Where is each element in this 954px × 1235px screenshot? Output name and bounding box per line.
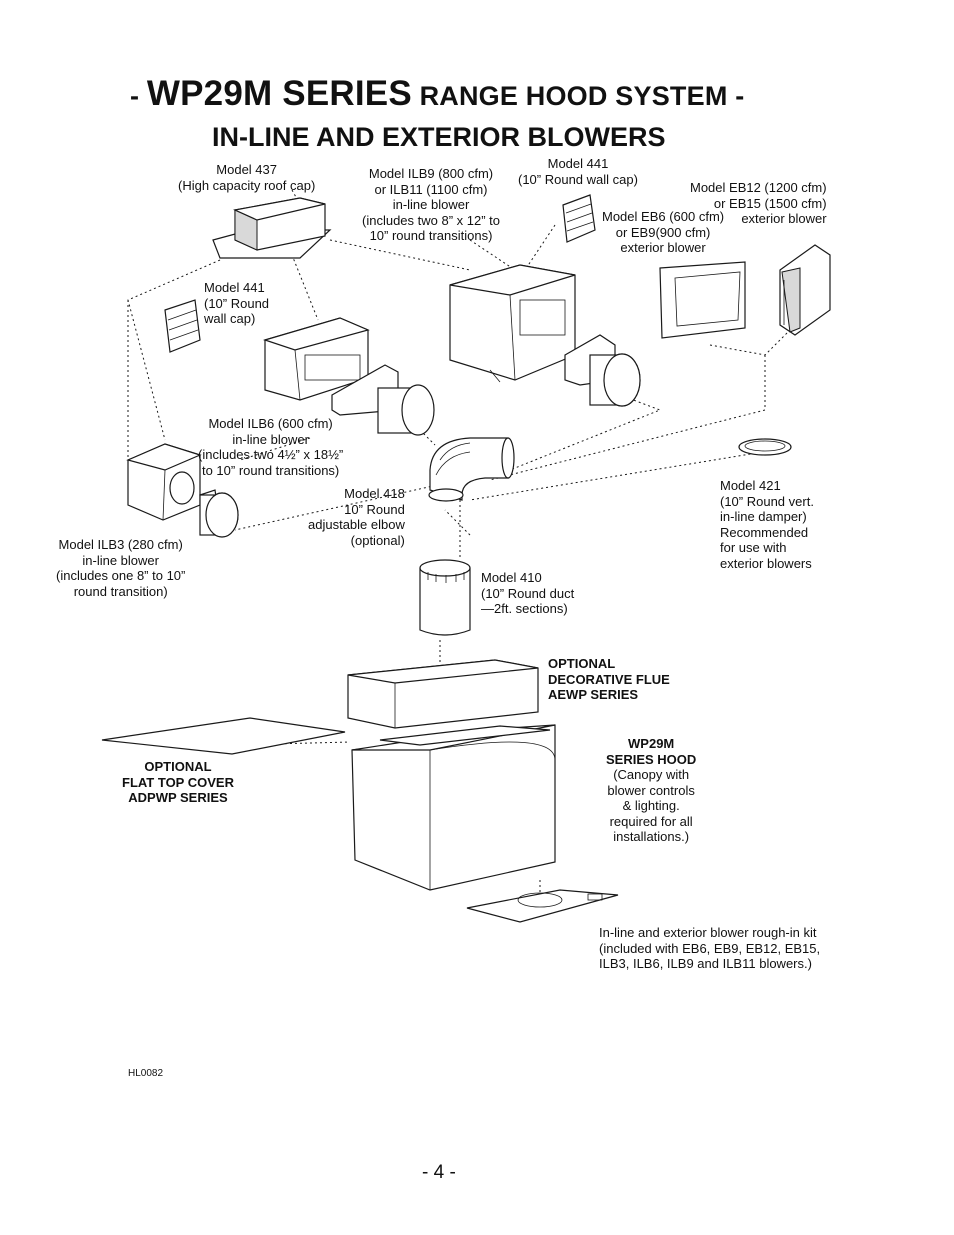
label-model-ilb3: Model ILB3 (280 cfm) in-line blower (inc… bbox=[56, 537, 185, 599]
label-line: 10” Round bbox=[344, 501, 405, 517]
label-flat-top-cover: OPTIONAL FLAT TOP COVER ADPWP SERIES bbox=[122, 759, 234, 806]
label-line: exterior blower bbox=[741, 211, 827, 226]
label-line: or EB15 (1500 cfm) bbox=[713, 195, 827, 211]
duct-410 bbox=[419, 559, 471, 636]
label-line: OPTIONAL bbox=[144, 759, 212, 774]
label-model-eb12: Model EB12 (1200 cfm) or EB15 (1500 cfm)… bbox=[690, 180, 827, 227]
roof-cap-437 bbox=[212, 197, 332, 259]
label-model-ilb9: Model ILB9 (800 cfm) or ILB11 (1100 cfm)… bbox=[362, 166, 500, 244]
ilb9-transition bbox=[564, 334, 641, 407]
label-line: Model ILB3 (280 cfm) bbox=[58, 537, 183, 552]
label-line: OPTIONAL bbox=[548, 656, 616, 671]
leader-lines bbox=[127, 189, 791, 900]
label-line: Model ILB9 (800 cfm) bbox=[368, 166, 494, 181]
label-line: Model 421 bbox=[720, 478, 781, 493]
title-dash: - bbox=[130, 81, 147, 111]
label-line: —2ft. sections) bbox=[481, 601, 568, 616]
label-line: (10” Round bbox=[204, 295, 270, 311]
label-line: AEWP SERIES bbox=[548, 687, 639, 702]
label-line: (10” Round duct bbox=[481, 585, 575, 601]
label-line: DECORATIVE FLUE bbox=[548, 671, 670, 687]
label-line: Model 441 bbox=[547, 156, 609, 171]
label-line: exterior blower bbox=[620, 240, 706, 255]
label-line: (Canopy with bbox=[613, 767, 690, 782]
label-model-ilb6: Model ILB6 (600 cfm) in-line blower (inc… bbox=[198, 416, 343, 478]
ilb3-transition bbox=[199, 489, 239, 538]
label-model-441-top: Model 441 (10” Round wall cap) bbox=[518, 156, 638, 187]
exterior-blower-eb12 bbox=[779, 244, 831, 336]
label-line: In-line and exterior blower rough-in kit bbox=[599, 925, 817, 940]
label-line: (High capacity roof cap) bbox=[178, 177, 316, 193]
inline-blower-ilb3 bbox=[126, 443, 202, 521]
flat-top-cover bbox=[101, 717, 346, 755]
label-line: (optional) bbox=[350, 532, 405, 548]
page-title: - WP29M SERIES RANGE HOOD SYSTEM - bbox=[130, 74, 744, 114]
label-line: Model 418 bbox=[344, 486, 405, 501]
label-line: Recommended bbox=[720, 524, 809, 540]
label-line: in-line damper) bbox=[720, 509, 807, 524]
label-line: for use with bbox=[720, 540, 787, 555]
label-line: in-line blower bbox=[232, 431, 309, 447]
ilb6-transition bbox=[331, 364, 435, 436]
label-line: (10” Round wall cap) bbox=[518, 171, 638, 187]
label-line: or EB9(900 cfm) bbox=[615, 224, 711, 240]
label-model-eb6: Model EB6 (600 cfm) or EB9(900 cfm) exte… bbox=[602, 209, 724, 256]
label-line: Model EB12 (1200 cfm) bbox=[690, 180, 827, 195]
label-line: required for all bbox=[609, 813, 693, 829]
label-model-437: Model 437 (High capacity roof cap) bbox=[178, 162, 315, 193]
label-series-hood: WP29M SERIES HOOD (Canopy with blower co… bbox=[606, 736, 696, 845]
label-line: adjustable elbow bbox=[308, 517, 405, 532]
inline-blower-ilb6 bbox=[262, 317, 370, 401]
title-series: WP29M SERIES bbox=[146, 74, 412, 113]
label-line: (10” Round vert. bbox=[720, 493, 814, 509]
page-subtitle: IN-LINE AND EXTERIOR BLOWERS bbox=[212, 122, 666, 152]
label-line: (includes two 4½” x 18½” bbox=[198, 447, 344, 462]
label-line: Model EB6 (600 cfm) bbox=[602, 209, 725, 224]
decorative-flue bbox=[347, 659, 539, 729]
title-rest: RANGE HOOD SYSTEM - bbox=[411, 81, 745, 111]
page-number: - 4 - bbox=[422, 1162, 456, 1183]
label-line: wall cap) bbox=[204, 311, 256, 326]
wall-cap-441-top bbox=[562, 194, 596, 243]
label-line: round transition) bbox=[73, 583, 168, 599]
label-line: (includes one 8” to 10” bbox=[56, 568, 186, 583]
label-line: to 10” round transitions) bbox=[201, 462, 340, 478]
label-line: WP29M bbox=[628, 736, 675, 751]
label-line: exterior blowers bbox=[720, 555, 812, 571]
label-line: ILB3, ILB6, ILB9 and ILB11 blowers.) bbox=[599, 956, 812, 971]
exterior-blower-eb6 bbox=[659, 261, 746, 339]
inline-blower-ilb9 bbox=[449, 264, 576, 383]
label-decorative-flue: OPTIONAL DECORATIVE FLUE AEWP SERIES bbox=[548, 656, 670, 703]
drawing-code: HL0082 bbox=[128, 1068, 164, 1079]
label-line: Model ILB6 (600 cfm) bbox=[208, 416, 333, 431]
rough-in-kit-plate bbox=[466, 889, 619, 923]
label-line: SERIES HOOD bbox=[606, 751, 697, 767]
label-line: (includes two 8” x 12” to bbox=[362, 212, 501, 228]
label-line: Model 441 bbox=[204, 280, 265, 295]
label-model-418: Model 418 10” Round adjustable elbow (op… bbox=[308, 486, 405, 548]
label-line: FLAT TOP COVER bbox=[122, 774, 234, 790]
label-line: installations.) bbox=[613, 829, 690, 844]
label-line: blower controls bbox=[607, 782, 695, 798]
wall-cap-441-left bbox=[164, 299, 201, 353]
label-rough-in-kit: In-line and exterior blower rough-in kit… bbox=[599, 925, 820, 972]
range-hood bbox=[351, 724, 556, 891]
label-line: or ILB11 (1100 cfm) bbox=[374, 181, 488, 197]
label-model-441-left: Model 441 (10” Round wall cap) bbox=[204, 280, 269, 327]
label-line: Model 410 bbox=[481, 570, 542, 585]
label-model-410: Model 410 (10” Round duct —2ft. sections… bbox=[481, 570, 574, 617]
label-line: ADPWP SERIES bbox=[128, 790, 228, 805]
elbow-418 bbox=[428, 437, 515, 502]
label-line: Model 437 bbox=[216, 162, 277, 177]
label-line: & lighting. bbox=[622, 798, 680, 813]
label-line: in-line blower bbox=[392, 197, 470, 212]
damper-421 bbox=[738, 438, 792, 456]
label-line: (included with EB6, EB9, EB12, EB15, bbox=[599, 940, 821, 956]
label-line: in-line blower bbox=[82, 552, 159, 568]
label-model-421: Model 421 (10” Round vert. in-line dampe… bbox=[720, 478, 814, 571]
label-line: 10” round transitions) bbox=[369, 228, 493, 243]
